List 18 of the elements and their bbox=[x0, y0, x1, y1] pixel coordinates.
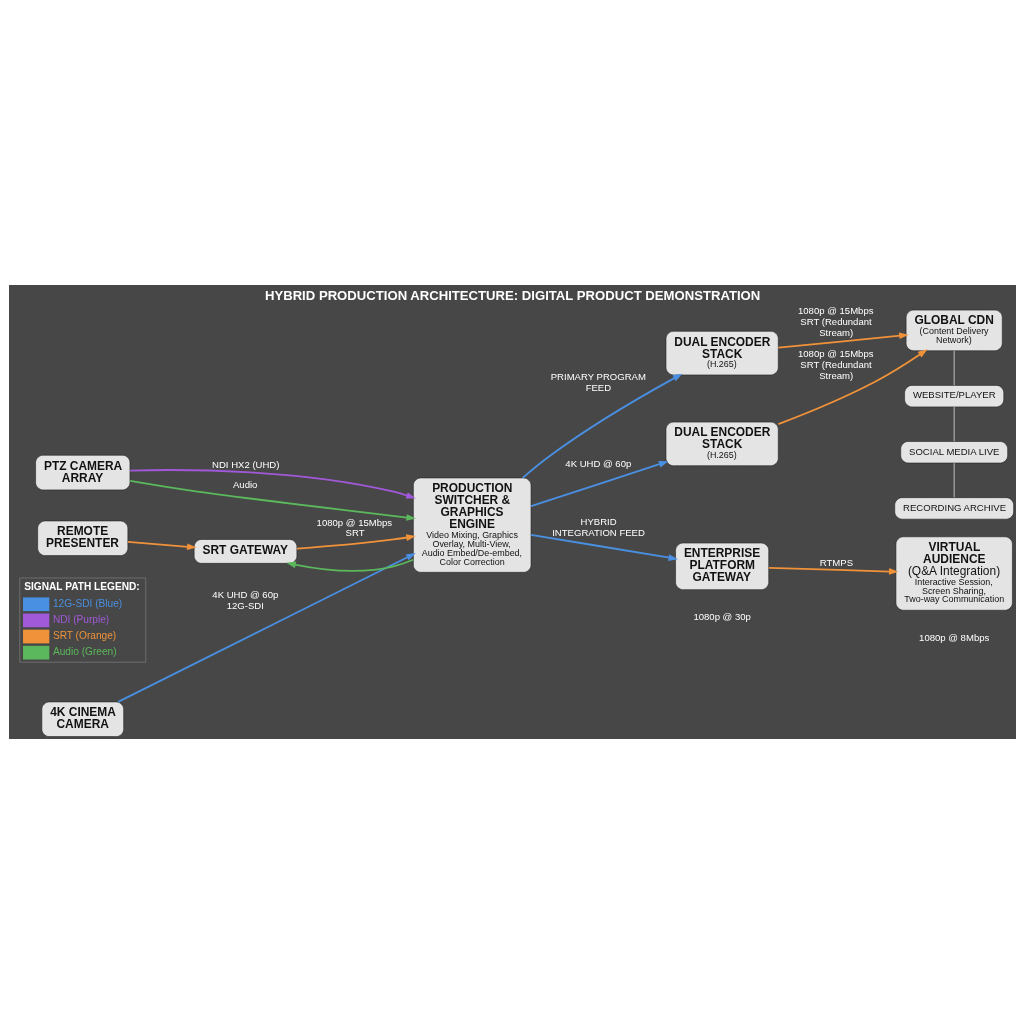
edge-label: PRIMARY PROGRAM FEED bbox=[550, 371, 646, 394]
edge-label: 1080p @ 15Mbps SRT (Redundant Stream) bbox=[797, 305, 874, 338]
label: 1080p @ 8Mbps bbox=[918, 631, 989, 643]
legend-label: NDI (Purple) bbox=[52, 613, 109, 625]
edge-label: 4K UHD @ 60p bbox=[564, 458, 631, 470]
legend-label: SIGNAL PATH LEGEND: bbox=[23, 581, 140, 592]
diagram-title: HYBRID PRODUCTION ARCHITECTURE: DIGITAL PRODUCT DEMONSTRATION bbox=[264, 287, 760, 303]
legend-label: Audio (Green) bbox=[52, 646, 117, 658]
label: 1080p @ 30p bbox=[692, 610, 751, 622]
legend-label: SRT (Orange) bbox=[52, 629, 116, 641]
edge-label: HYBRID INTEGRATION FEED bbox=[551, 516, 645, 538]
edge-label: 4K UHD @ 60p 12G-SDI bbox=[211, 589, 278, 612]
edge-label: RTMPS bbox=[819, 556, 853, 568]
edge-label: 1080p @ 15Mbps SRT bbox=[316, 516, 392, 539]
edge-label: 1080p @ 15Mbps SRT (Redundant Stream) bbox=[797, 348, 874, 381]
edge-label: NDI HX2 (UHD) bbox=[211, 458, 279, 470]
legend-label: 12G-SDI (Blue) bbox=[52, 597, 122, 609]
edge-label: Audio bbox=[232, 478, 257, 490]
